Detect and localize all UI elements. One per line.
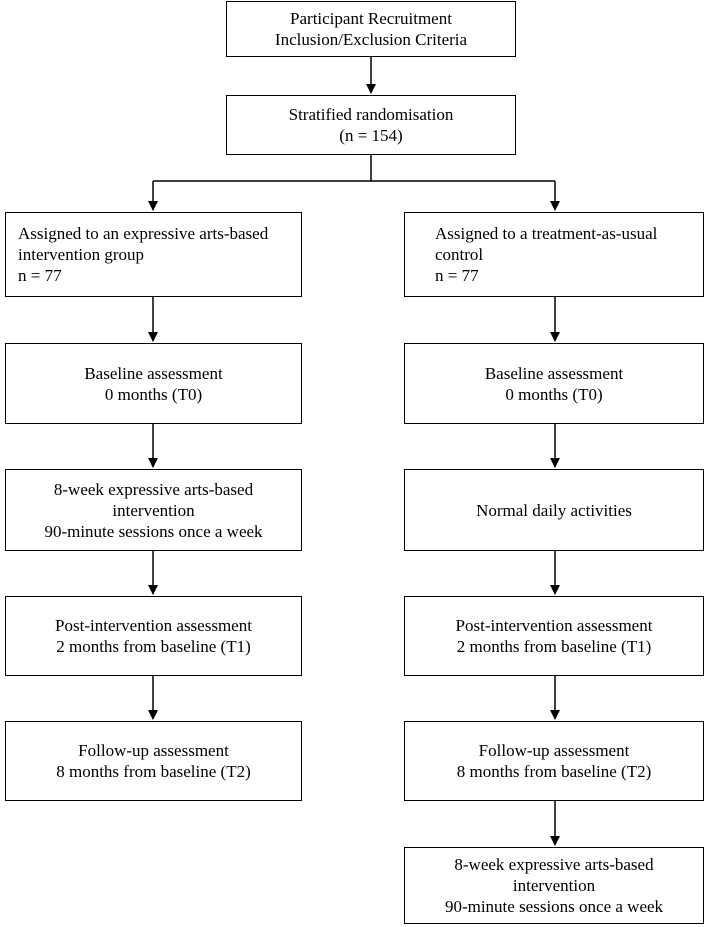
left-intervention-line-1: 8-week expressive arts-based <box>53 479 254 499</box>
right-followup-line-1: Follow-up assessment <box>478 741 630 760</box>
right-delayed-intervention-line-3: 90-minute sessions once a week <box>444 897 664 916</box>
recruitment-line-1: Participant Recruitment <box>290 9 452 28</box>
right-baseline-box: Baseline assessment 0 months (T0) <box>404 343 704 424</box>
randomisation-box: Stratified randomisation (n = 154) <box>226 95 516 155</box>
left-baseline-box: Baseline assessment 0 months (T0) <box>5 343 302 424</box>
right-baseline-line-2: 0 months (T0) <box>505 384 603 404</box>
right-delayed-intervention-line-2: intervention <box>512 876 596 895</box>
left-intervention-line-3: 90-minute sessions once a week <box>44 521 263 541</box>
randomisation-line-2: (n = 154) <box>339 126 403 145</box>
right-post-line-2: 2 months from baseline (T1) <box>456 637 652 656</box>
right-post-line-1: Post-intervention assessment <box>455 616 653 635</box>
left-baseline-line-2: 0 months (T0) <box>104 384 203 404</box>
right-followup-line-2: 8 months from baseline (T2) <box>456 762 652 781</box>
recruitment-box: Participant Recruitment Inclusion/Exclus… <box>226 1 516 57</box>
recruitment-line-2: Inclusion/Exclusion Criteria <box>274 30 468 49</box>
left-followup-box: Follow-up assessment 8 months from basel… <box>5 721 302 801</box>
left-intervention-line-2: intervention <box>112 500 195 520</box>
right-baseline-line-1: Baseline assessment <box>484 363 624 383</box>
intervention-group-line-3: n = 77 <box>18 266 62 285</box>
control-group-line-1: Assigned to a treatment-as-usual <box>435 224 658 243</box>
right-followup-box: Follow-up assessment 8 months from basel… <box>404 721 704 801</box>
left-followup-line-2: 8 months from baseline (T2) <box>56 762 251 781</box>
left-followup-line-1: Follow-up assessment <box>78 741 229 760</box>
right-activities-box: Normal daily activities <box>404 469 704 551</box>
randomisation-line-1: Stratified randomisation <box>288 105 454 124</box>
control-group-line-3: n = 77 <box>435 266 479 285</box>
right-delayed-intervention-line-1: 8-week expressive arts-based <box>454 855 654 874</box>
right-delayed-intervention-box: 8-week expressive arts-based interventio… <box>404 847 704 924</box>
right-activities-line-1: Normal daily activities <box>476 500 632 520</box>
intervention-group-box: Assigned to an expressive arts-based int… <box>5 212 302 297</box>
intervention-group-line-2: intervention group <box>18 245 145 264</box>
left-baseline-line-1: Baseline assessment <box>84 363 223 383</box>
left-post-line-1: Post-intervention assessment <box>55 616 252 635</box>
control-group-box: Assigned to a treatment-as-usual control… <box>404 212 704 297</box>
left-post-line-2: 2 months from baseline (T1) <box>56 637 251 656</box>
intervention-group-line-1: Assigned to an expressive arts-based <box>18 224 269 243</box>
right-post-assessment-box: Post-intervention assessment 2 months fr… <box>404 596 704 676</box>
left-post-assessment-box: Post-intervention assessment 2 months fr… <box>5 596 302 676</box>
control-group-line-2: control <box>435 245 484 264</box>
left-intervention-box: 8-week expressive arts-based interventio… <box>5 469 302 551</box>
